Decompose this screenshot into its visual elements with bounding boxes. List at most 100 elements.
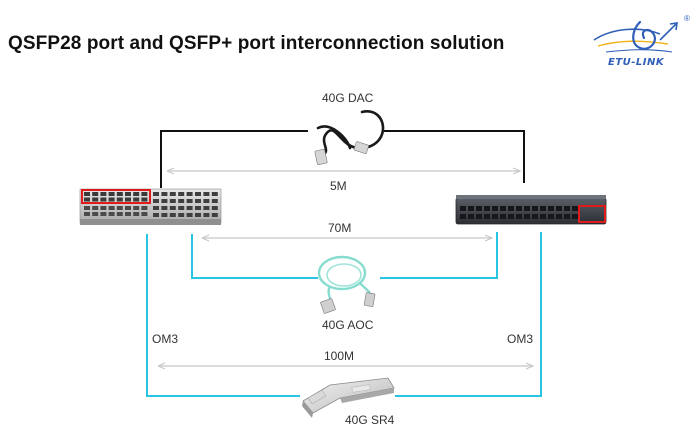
switch-port xyxy=(508,206,514,211)
fiber-type-left-label: OM3 xyxy=(152,332,179,346)
switch-port xyxy=(84,192,90,196)
switch-port xyxy=(141,206,148,210)
switch-port xyxy=(84,206,90,210)
switch-port xyxy=(108,197,115,202)
switch-port xyxy=(153,192,159,196)
switch-port xyxy=(186,192,193,196)
aoc-cable-icon xyxy=(317,255,376,314)
switch-port xyxy=(178,199,185,203)
switch-port xyxy=(211,192,218,196)
left-switch xyxy=(79,188,222,225)
switch-port xyxy=(116,192,123,196)
right-switch xyxy=(455,195,607,225)
switch-port xyxy=(100,206,107,210)
switch-port xyxy=(195,206,201,210)
switch-port xyxy=(195,192,201,196)
switch-port xyxy=(169,199,176,203)
switch-port xyxy=(100,197,107,202)
switch-port xyxy=(92,192,99,196)
switch-port xyxy=(92,206,99,210)
switch-port xyxy=(169,206,176,210)
switch-port xyxy=(169,213,176,217)
switch-port xyxy=(133,206,140,210)
switch-port xyxy=(211,213,218,217)
switch-port xyxy=(556,206,562,211)
switch-port xyxy=(500,214,506,219)
switch-port xyxy=(460,206,466,211)
switch-port xyxy=(468,206,474,211)
switch-port xyxy=(141,192,148,196)
switch-port xyxy=(524,214,530,219)
switch-port xyxy=(169,192,176,196)
switch-port xyxy=(125,212,131,216)
switch-port xyxy=(161,213,168,217)
switch-port xyxy=(125,197,131,202)
switch-port xyxy=(178,213,185,217)
dac-distance-label: 5M xyxy=(330,179,347,193)
sr4-module-icon xyxy=(302,377,395,418)
switch-port xyxy=(133,197,140,202)
switch-port xyxy=(203,206,210,210)
switch-port xyxy=(211,199,218,203)
switch-port xyxy=(524,206,530,211)
switch-port xyxy=(203,192,210,196)
switch-port xyxy=(532,214,538,219)
switch-port xyxy=(100,212,107,216)
switch-port xyxy=(153,213,159,217)
switch-port xyxy=(476,206,482,211)
switch-port xyxy=(116,212,123,216)
switch-port xyxy=(572,214,578,219)
switch-port xyxy=(203,199,210,203)
switch-port xyxy=(92,212,99,216)
switch-port xyxy=(476,214,482,219)
switch-port xyxy=(108,206,115,210)
switch-port xyxy=(500,206,506,211)
aoc-distance-label: 70M xyxy=(328,221,352,235)
switch-port xyxy=(516,206,522,211)
aoc-link-line xyxy=(191,232,498,279)
right-switch-port-highlight xyxy=(578,205,606,223)
switch-port xyxy=(178,206,185,210)
switch-port xyxy=(532,206,538,211)
switch-port xyxy=(141,197,148,202)
switch-port xyxy=(108,212,115,216)
switch-port xyxy=(153,199,159,203)
switch-port xyxy=(161,199,168,203)
switch-port xyxy=(492,206,498,211)
switch-port xyxy=(92,197,99,202)
switch-port xyxy=(125,206,131,210)
switch-port xyxy=(548,214,554,219)
dac-link-line xyxy=(160,130,525,188)
switch-port xyxy=(84,197,90,202)
switch-port xyxy=(548,206,554,211)
logo-wordmark: ETU-LINK xyxy=(608,57,665,68)
switch-port xyxy=(186,213,193,217)
switch-port xyxy=(203,213,210,217)
switch-port xyxy=(100,192,107,196)
dac-cable-icon xyxy=(314,110,385,166)
switch-port xyxy=(84,212,90,216)
switch-port xyxy=(186,206,193,210)
switch-port xyxy=(195,213,201,217)
sr4-link-line xyxy=(146,232,542,397)
switch-port xyxy=(508,214,514,219)
switch-port xyxy=(116,197,123,202)
switch-port xyxy=(108,192,115,196)
page-title: QSFP28 port and QSFP+ port interconnecti… xyxy=(8,33,505,54)
aoc-cable-label: 40G AOC xyxy=(322,318,374,332)
switch-port xyxy=(161,206,168,210)
switch-port xyxy=(116,206,123,210)
switch-port xyxy=(125,192,131,196)
switch-port xyxy=(564,214,570,219)
switch-port xyxy=(133,192,140,196)
left-switch-port-highlight xyxy=(81,189,151,204)
switch-port xyxy=(141,212,148,216)
switch-port xyxy=(516,214,522,219)
switch-port xyxy=(492,214,498,219)
switch-port xyxy=(460,214,466,219)
switch-port xyxy=(161,192,168,196)
switch-port xyxy=(572,206,578,211)
switch-port xyxy=(468,214,474,219)
